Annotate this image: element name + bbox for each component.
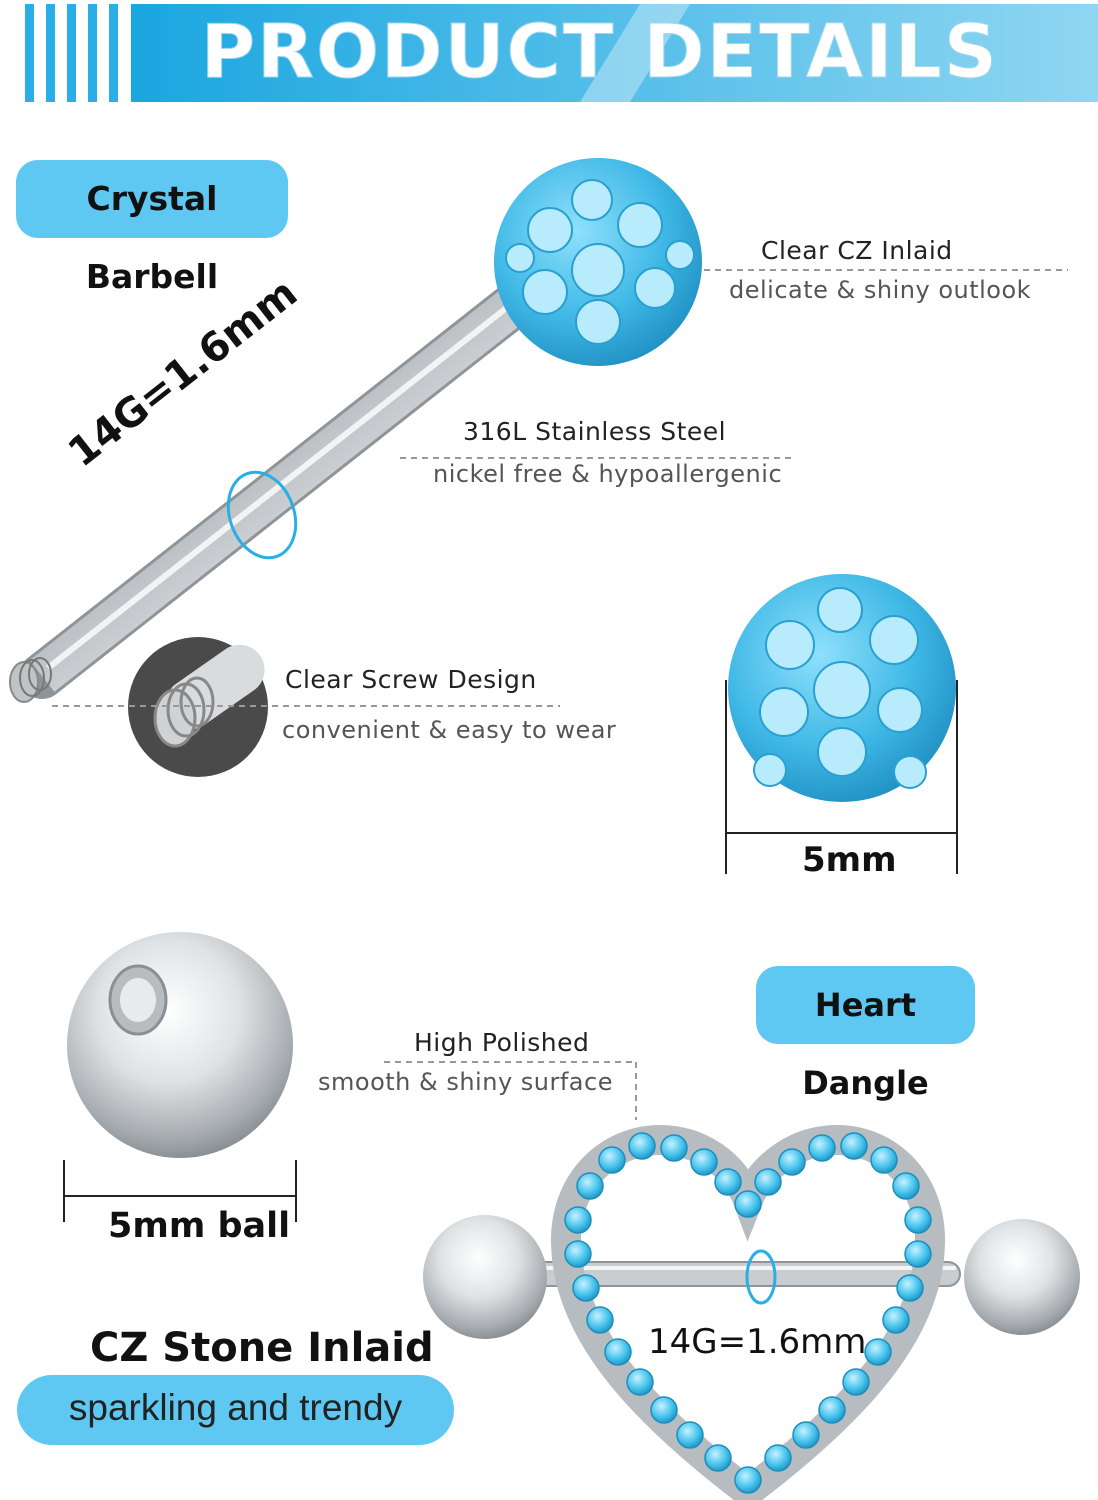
page-title: PRODUCT DETAILS xyxy=(200,9,1000,96)
feature-subtitle-badge: sparkling and trendy xyxy=(17,1375,454,1445)
heart-gems xyxy=(564,1132,932,1494)
cz-inlaid-subtitle: delicate & shiny outlook xyxy=(729,276,1032,304)
gauge-label-heart: 14G=1.6mm xyxy=(648,1322,867,1362)
steel-subtitle: nickel free & hypoallergenic xyxy=(433,460,783,488)
cz-inlaid-title: Clear CZ Inlaid xyxy=(761,236,953,265)
crystal-barbell-illustration xyxy=(9,277,543,703)
steel-ball-size-label: 5mm ball xyxy=(108,1206,291,1246)
polished-subtitle: smooth & shiny surface xyxy=(318,1068,613,1096)
crystal-ball-size-label: 5mm xyxy=(802,840,897,880)
steel-ball xyxy=(63,932,297,1222)
feature-title: CZ Stone Inlaid xyxy=(90,1325,434,1371)
heart-dangle-badge: Heart Dangle xyxy=(756,966,975,1102)
screw-thread-icon xyxy=(9,657,52,703)
leader-lines xyxy=(52,269,1068,1120)
header-banner xyxy=(25,4,1098,102)
steel-title: 316L Stainless Steel xyxy=(463,417,727,446)
screw-subtitle: convenient & easy to wear xyxy=(282,716,617,744)
crystal-barbell-badge: Crystal Barbell xyxy=(16,160,288,296)
polished-title: High Polished xyxy=(414,1028,590,1057)
screw-title: Clear Screw Design xyxy=(285,665,537,694)
crystal-ball-top xyxy=(494,158,702,366)
crystal-ball-size xyxy=(725,574,958,874)
